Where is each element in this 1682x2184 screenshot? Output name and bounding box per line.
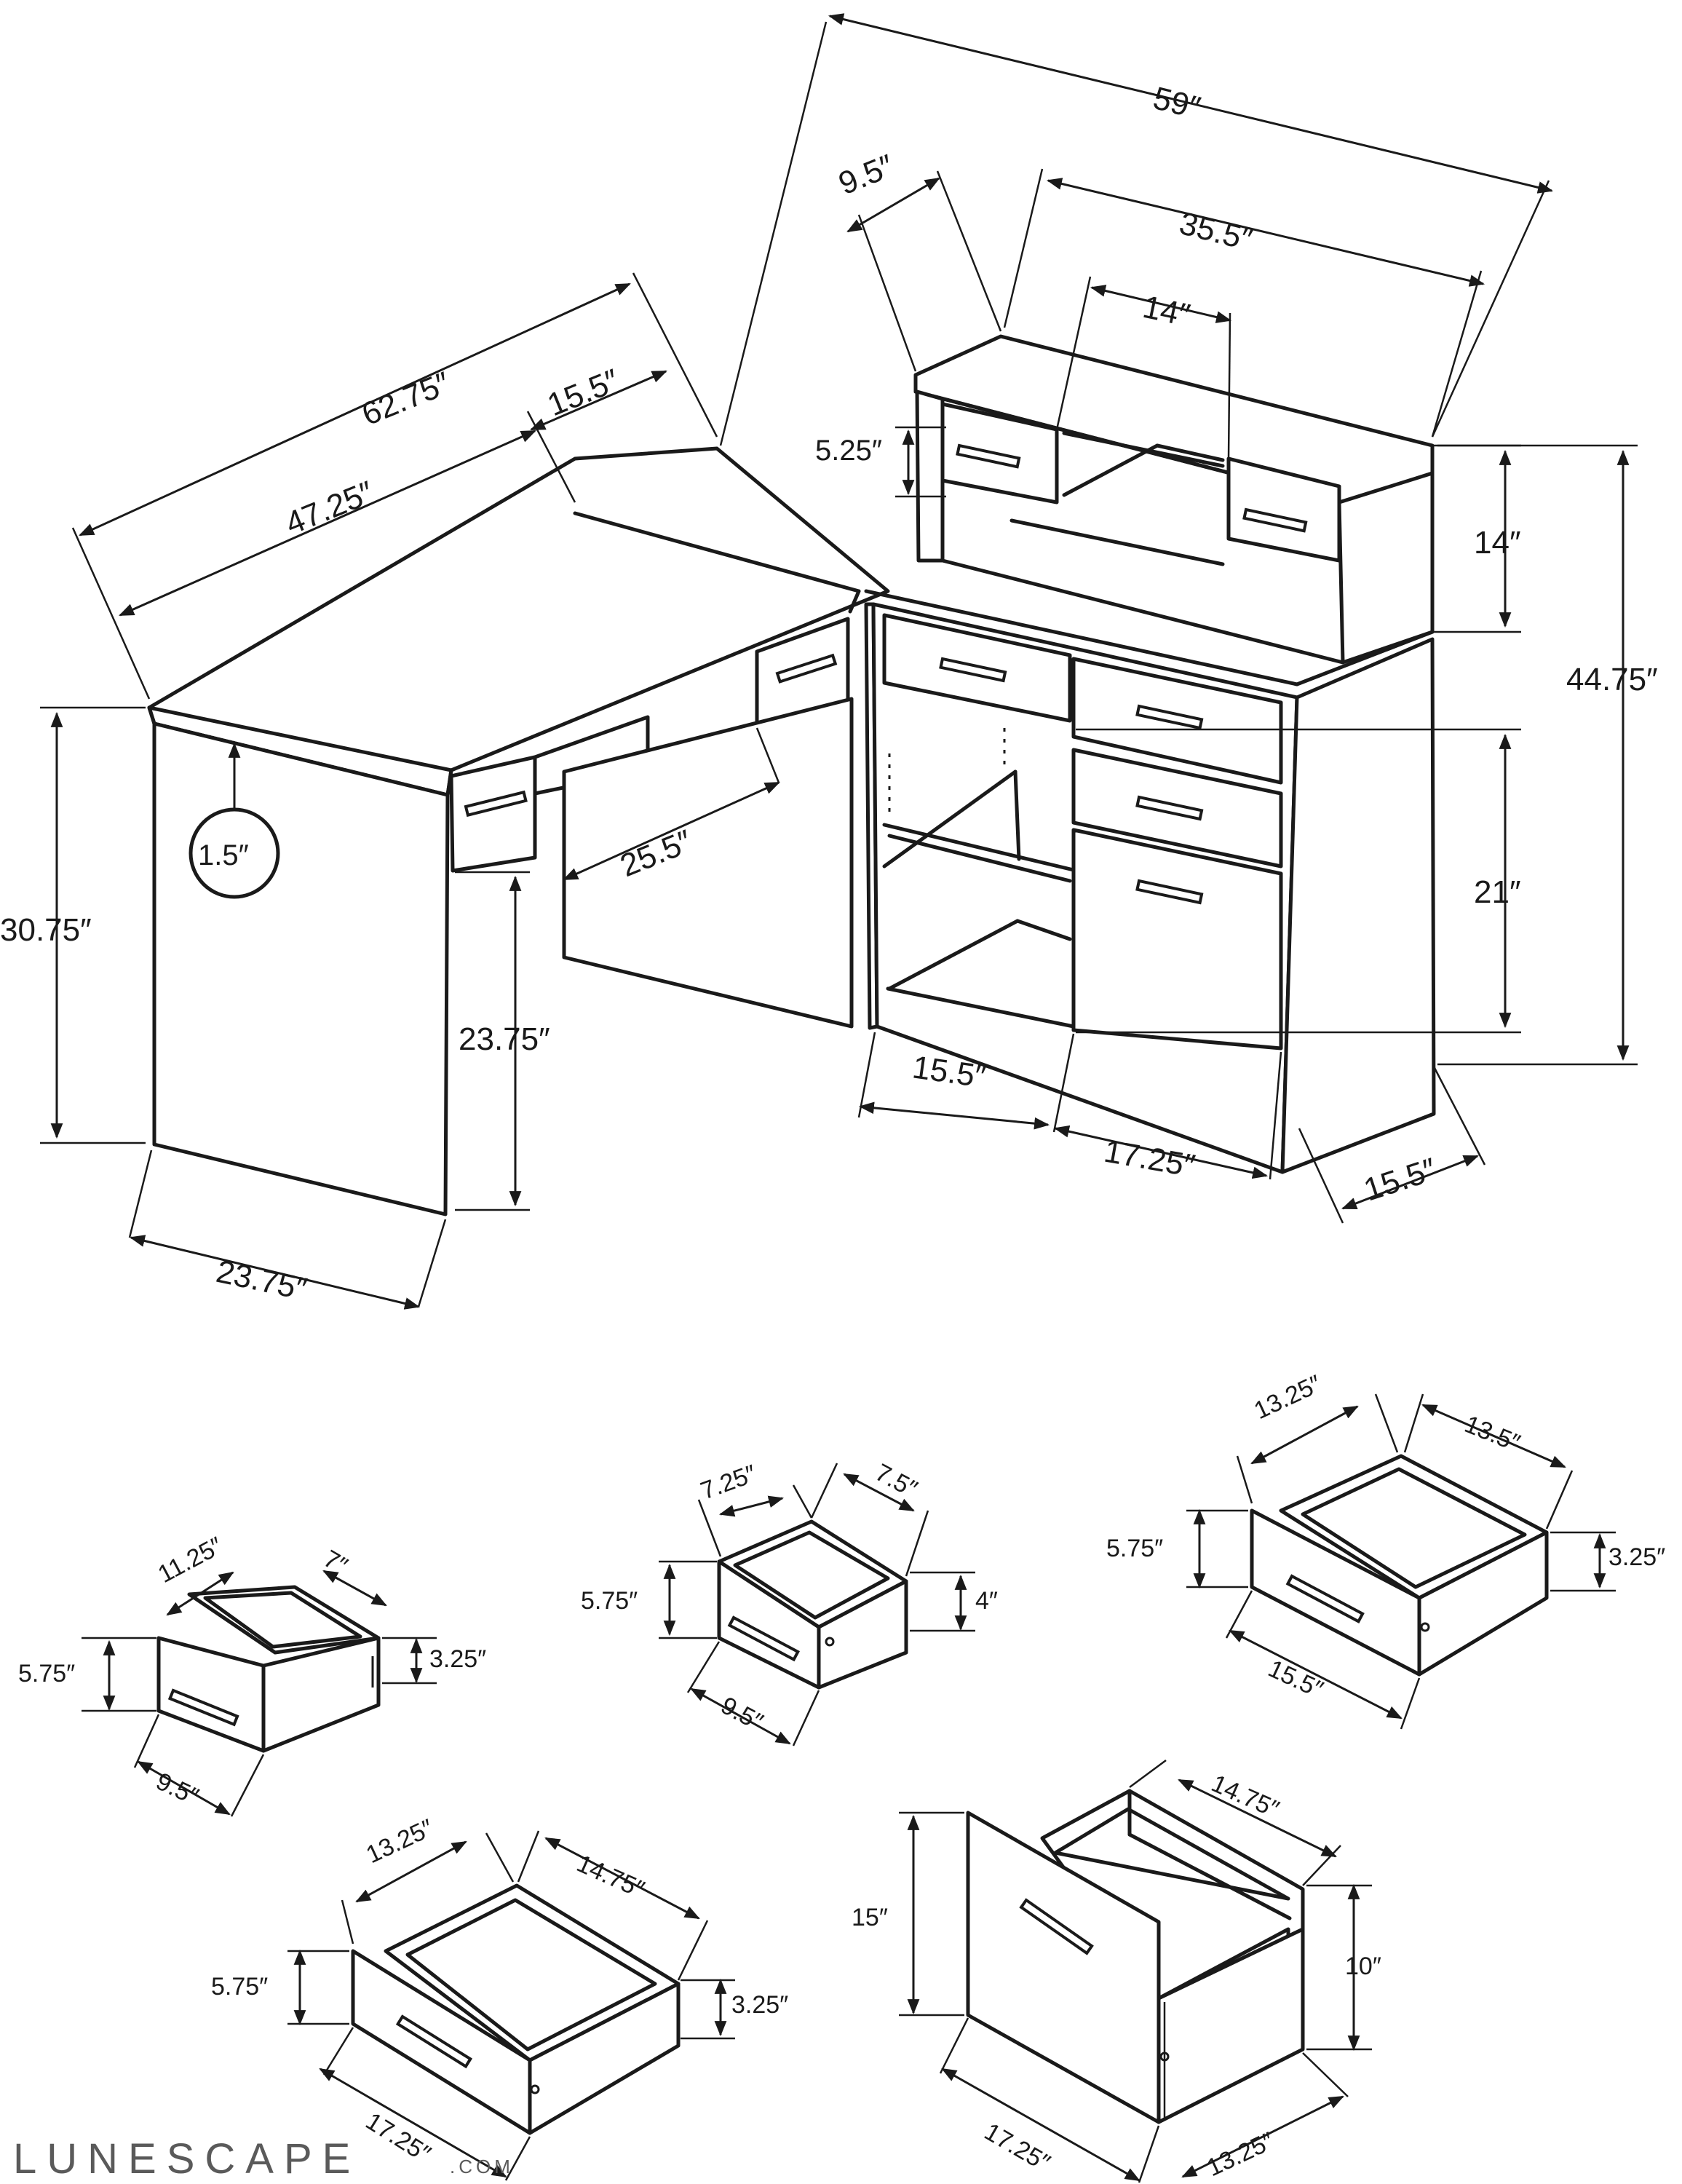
dim-hutch-opening: 14″ <box>1140 289 1193 333</box>
dim-leg-depth: 23.75″ <box>213 1254 310 1307</box>
drawer1-width: 11.25″ <box>154 1532 227 1588</box>
drawer4-front-width: 17.25″ <box>361 2108 436 2169</box>
drawer1-outer-height: 5.75″ <box>18 1660 75 1688</box>
brand-suffix: .COM <box>450 2156 514 2177</box>
drawer1-inner-height: 3.25″ <box>429 1645 486 1673</box>
drawer2-width: 7.25″ <box>697 1460 760 1505</box>
dim-hutch-drawer-height: 5.25″ <box>815 435 882 467</box>
dim-total-height: 44.75″ <box>1566 662 1658 697</box>
hutch-left-side <box>915 389 945 563</box>
drawer1-depth: 7″ <box>319 1545 352 1580</box>
dim-top-length: 47.25″ <box>280 475 378 542</box>
drawer-small-center: 7.25″ 7.5″ 5.75″ 4″ 9.5″ <box>581 1459 998 1746</box>
hutch-right-drawer <box>1226 456 1341 563</box>
drawer3-width: 13.25″ <box>1250 1370 1325 1425</box>
dim-hutch-width: 35.5″ <box>1176 205 1256 258</box>
left-desk-drawer <box>449 755 537 873</box>
dim-cabinet-height: 21″ <box>1474 874 1521 910</box>
drawer-small-left: 11.25″ 7″ 5.75″ 3.25″ 9.5″ <box>18 1532 486 1817</box>
drawer3-inner-height: 3.25″ <box>1608 1543 1665 1571</box>
dim-cabinet-right-width: 17.25″ <box>1101 1133 1197 1184</box>
drawer2-depth: 7.5″ <box>870 1459 921 1503</box>
drawer3-outer-height: 5.75″ <box>1106 1535 1163 1562</box>
dim-hutch-side: 9.5″ <box>833 148 899 202</box>
left-leg-panel <box>152 721 450 1216</box>
drawer4-depth: 14.75″ <box>573 1850 648 1904</box>
drawer-large-left: 13.25″ 14.75″ 5.75″ 3.25″ 17.25″ <box>211 1814 788 2181</box>
cabinet-file-door <box>1071 828 1283 1051</box>
brand-watermark: LUNESCAPE .COM <box>13 2135 514 2183</box>
dim-top-thickness: 1.5″ <box>198 839 249 871</box>
drawer3-depth: 13.5″ <box>1461 1410 1524 1457</box>
drawer4-width: 13.25″ <box>362 1814 437 1869</box>
drawer2-outer-height: 5.75″ <box>581 1587 638 1615</box>
dim-desk-height: 30.75″ <box>0 912 92 948</box>
drawer5-inner-height: 10″ <box>1345 1952 1381 1980</box>
drawer3-front-width: 15.5″ <box>1264 1655 1328 1704</box>
dim-hutch-height: 14″ <box>1474 525 1521 561</box>
drawer2-inner-height: 4″ <box>975 1587 998 1615</box>
drawer-medium-right: 13.25″ 13.5″ 5.75″ 3.25″ 15.5″ <box>1106 1370 1665 1730</box>
brand-name: LUNESCAPE <box>13 2135 360 2183</box>
drawer4-inner-height: 3.25″ <box>731 1991 788 2019</box>
drawer-file: 14.75″ 15″ 10″ 17.25″ 13.25″ <box>852 1759 1381 2183</box>
drawer5-outer-height: 15″ <box>852 1904 888 1931</box>
drawer5-depth: 14.75″ <box>1207 1770 1283 1824</box>
drawer5-side-width: 13.25″ <box>1202 2127 1278 2182</box>
drawer2-front-width: 9.5″ <box>716 1692 767 1736</box>
l-desk-drawing <box>147 334 1436 1216</box>
dim-knee-height: 23.75″ <box>459 1021 550 1057</box>
dim-corner-depth: 15.5″ <box>542 363 624 423</box>
cabinet-right-side <box>1280 637 1436 1174</box>
dim-cabinet-depth: 15.5″ <box>1360 1152 1440 1208</box>
dim-total-depth-left: 62.75″ <box>357 365 455 433</box>
dim-total-width: 59″ <box>1150 80 1204 126</box>
desk-dimension-lines <box>40 13 1638 1310</box>
hutch-right-side <box>1337 471 1435 665</box>
drawer4-outer-height: 5.75″ <box>211 1973 268 2001</box>
